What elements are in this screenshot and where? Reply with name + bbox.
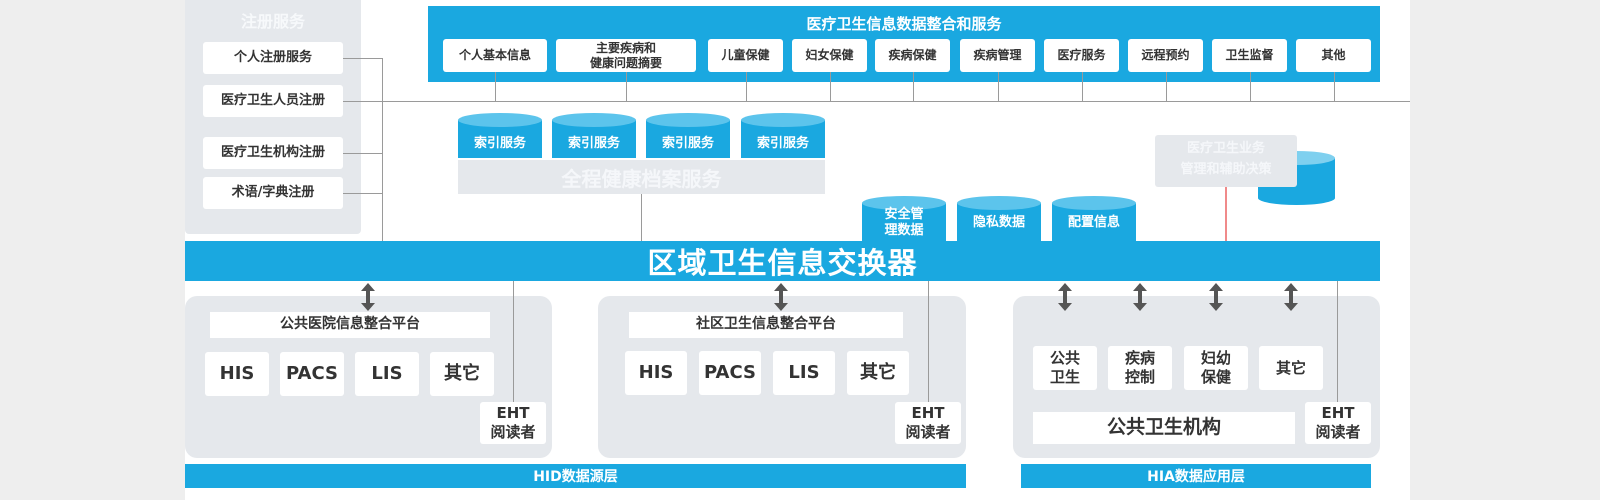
integration-connector xyxy=(746,72,747,101)
integration-item: 远程预约 xyxy=(1128,39,1203,72)
health-record-service: 全程健康档案服务 xyxy=(458,160,825,194)
integration-connector xyxy=(830,72,831,101)
community-title: 社区卫生信息整合平台 xyxy=(629,312,903,338)
integration-item: 主要疾病和 健康问题摘要 xyxy=(556,39,696,72)
bidirectional-arrow-icon xyxy=(1131,283,1149,311)
bidirectional-arrow-icon xyxy=(1282,283,1300,311)
public-health-panel: 公共 卫生 疾病 控制 妇幼 保健 其它 公共卫生机构 EHT 阅读者 xyxy=(1013,296,1380,458)
decision-support-connector xyxy=(1225,187,1227,242)
hospital-his: HIS xyxy=(205,352,269,396)
registry-connector xyxy=(343,193,383,194)
bidirectional-arrow-icon xyxy=(359,283,377,311)
index-service-label: 索引服务 xyxy=(661,135,714,151)
integration-connector xyxy=(998,72,999,101)
registry-title: 注册服务 xyxy=(240,12,305,31)
hospital-pacs: PACS xyxy=(280,352,344,396)
exchange-bar: 区域卫生信息交换器 xyxy=(185,241,1380,281)
public-health-maternal-child: 妇幼 保健 xyxy=(1184,346,1248,390)
data-store-label: 隐私数据 xyxy=(972,215,1025,231)
main-bus-line xyxy=(343,101,1410,102)
hia-data-application-layer: HIA数据应用层 xyxy=(1021,464,1371,488)
bidirectional-arrow-icon xyxy=(772,283,790,311)
index-service-label: 索引服务 xyxy=(473,135,526,151)
health-record-connector xyxy=(641,194,642,242)
integration-item: 儿童保健 xyxy=(708,39,783,72)
integration-item: 其他 xyxy=(1296,39,1371,72)
bidirectional-arrow-icon xyxy=(1207,283,1225,311)
integration-connector xyxy=(495,72,496,101)
registry-item-personal: 个人注册服务 xyxy=(203,42,343,74)
bidirectional-arrow-icon xyxy=(1056,283,1074,311)
hid-data-source-layer: HID数据源层 xyxy=(185,464,966,488)
public-health-public: 公共 卫生 xyxy=(1033,346,1097,390)
public-health-eht-reader: EHT 阅读者 xyxy=(1305,402,1371,444)
integration-connector xyxy=(626,72,627,101)
index-service-label: 索引服务 xyxy=(567,135,620,151)
public-health-other: 其它 xyxy=(1259,346,1323,390)
data-store-label: 配置信息 xyxy=(1067,215,1120,231)
index-service-db: 索引服务 xyxy=(646,113,730,158)
registry-item-institution: 医疗卫生机构注册 xyxy=(203,137,343,169)
hospital-title: 公共医院信息整合平台 xyxy=(210,312,490,338)
integration-connector xyxy=(1082,72,1083,101)
eht-connector xyxy=(513,281,514,402)
integration-connector xyxy=(1166,72,1167,101)
hospital-panel: 公共医院信息整合平台 HIS PACS LIS 其它 EHT 阅读者 xyxy=(185,296,552,458)
integration-connector xyxy=(913,72,914,101)
integration-title: 医疗卫生信息数据整合和服务 xyxy=(806,15,1002,33)
architecture-diagram: 注册服务 个人注册服务 医疗卫生人员注册 医疗卫生机构注册 术语/字典注册 医疗… xyxy=(185,0,1410,500)
integration-item: 医疗服务 xyxy=(1044,39,1119,72)
public-health-disease-control: 疾病 控制 xyxy=(1108,346,1172,390)
data-store-db: 配置信息 xyxy=(1052,196,1136,241)
decision-support-box: 医疗卫生业务 管理和辅助决策 xyxy=(1155,135,1297,187)
index-service-db: 索引服务 xyxy=(552,113,636,158)
data-store-db: 隐私数据 xyxy=(957,196,1041,241)
community-eht-reader: EHT 阅读者 xyxy=(895,402,961,444)
registry-item-staff: 医疗卫生人员注册 xyxy=(203,85,343,117)
registry-connector xyxy=(343,58,383,59)
data-store-label: 安全管 理数据 xyxy=(884,207,924,238)
integration-item: 卫生监督 xyxy=(1212,39,1287,72)
integration-connector xyxy=(1334,72,1335,101)
index-service-db: 索引服务 xyxy=(458,113,542,158)
integration-item: 疾病保健 xyxy=(875,39,950,72)
integration-item: 个人基本信息 xyxy=(443,39,547,72)
index-service-db: 索引服务 xyxy=(741,113,825,158)
public-health-title: 公共卫生机构 xyxy=(1033,412,1295,444)
hospital-eht-reader: EHT 阅读者 xyxy=(480,402,546,444)
eht-connector xyxy=(1337,281,1338,402)
registry-item-terminology: 术语/字典注册 xyxy=(203,177,343,209)
index-service-label: 索引服务 xyxy=(756,135,809,151)
community-panel: 社区卫生信息整合平台 HIS PACS LIS 其它 EHT 阅读者 xyxy=(598,296,966,458)
hospital-other: 其它 xyxy=(430,352,494,396)
integration-item: 疾病管理 xyxy=(960,39,1035,72)
community-lis: LIS xyxy=(773,351,835,395)
integration-connector xyxy=(1250,72,1251,101)
community-pacs: PACS xyxy=(699,351,761,395)
registry-connector xyxy=(343,153,383,154)
data-store-db: 安全管 理数据 xyxy=(862,196,946,241)
community-his: HIS xyxy=(625,351,687,395)
hospital-lis: LIS xyxy=(355,352,419,396)
community-other: 其它 xyxy=(847,351,909,395)
registry-panel: 注册服务 个人注册服务 医疗卫生人员注册 医疗卫生机构注册 术语/字典注册 xyxy=(185,0,361,234)
integration-item: 妇女保健 xyxy=(792,39,867,72)
registry-connector xyxy=(382,58,383,242)
eht-connector xyxy=(928,281,929,402)
